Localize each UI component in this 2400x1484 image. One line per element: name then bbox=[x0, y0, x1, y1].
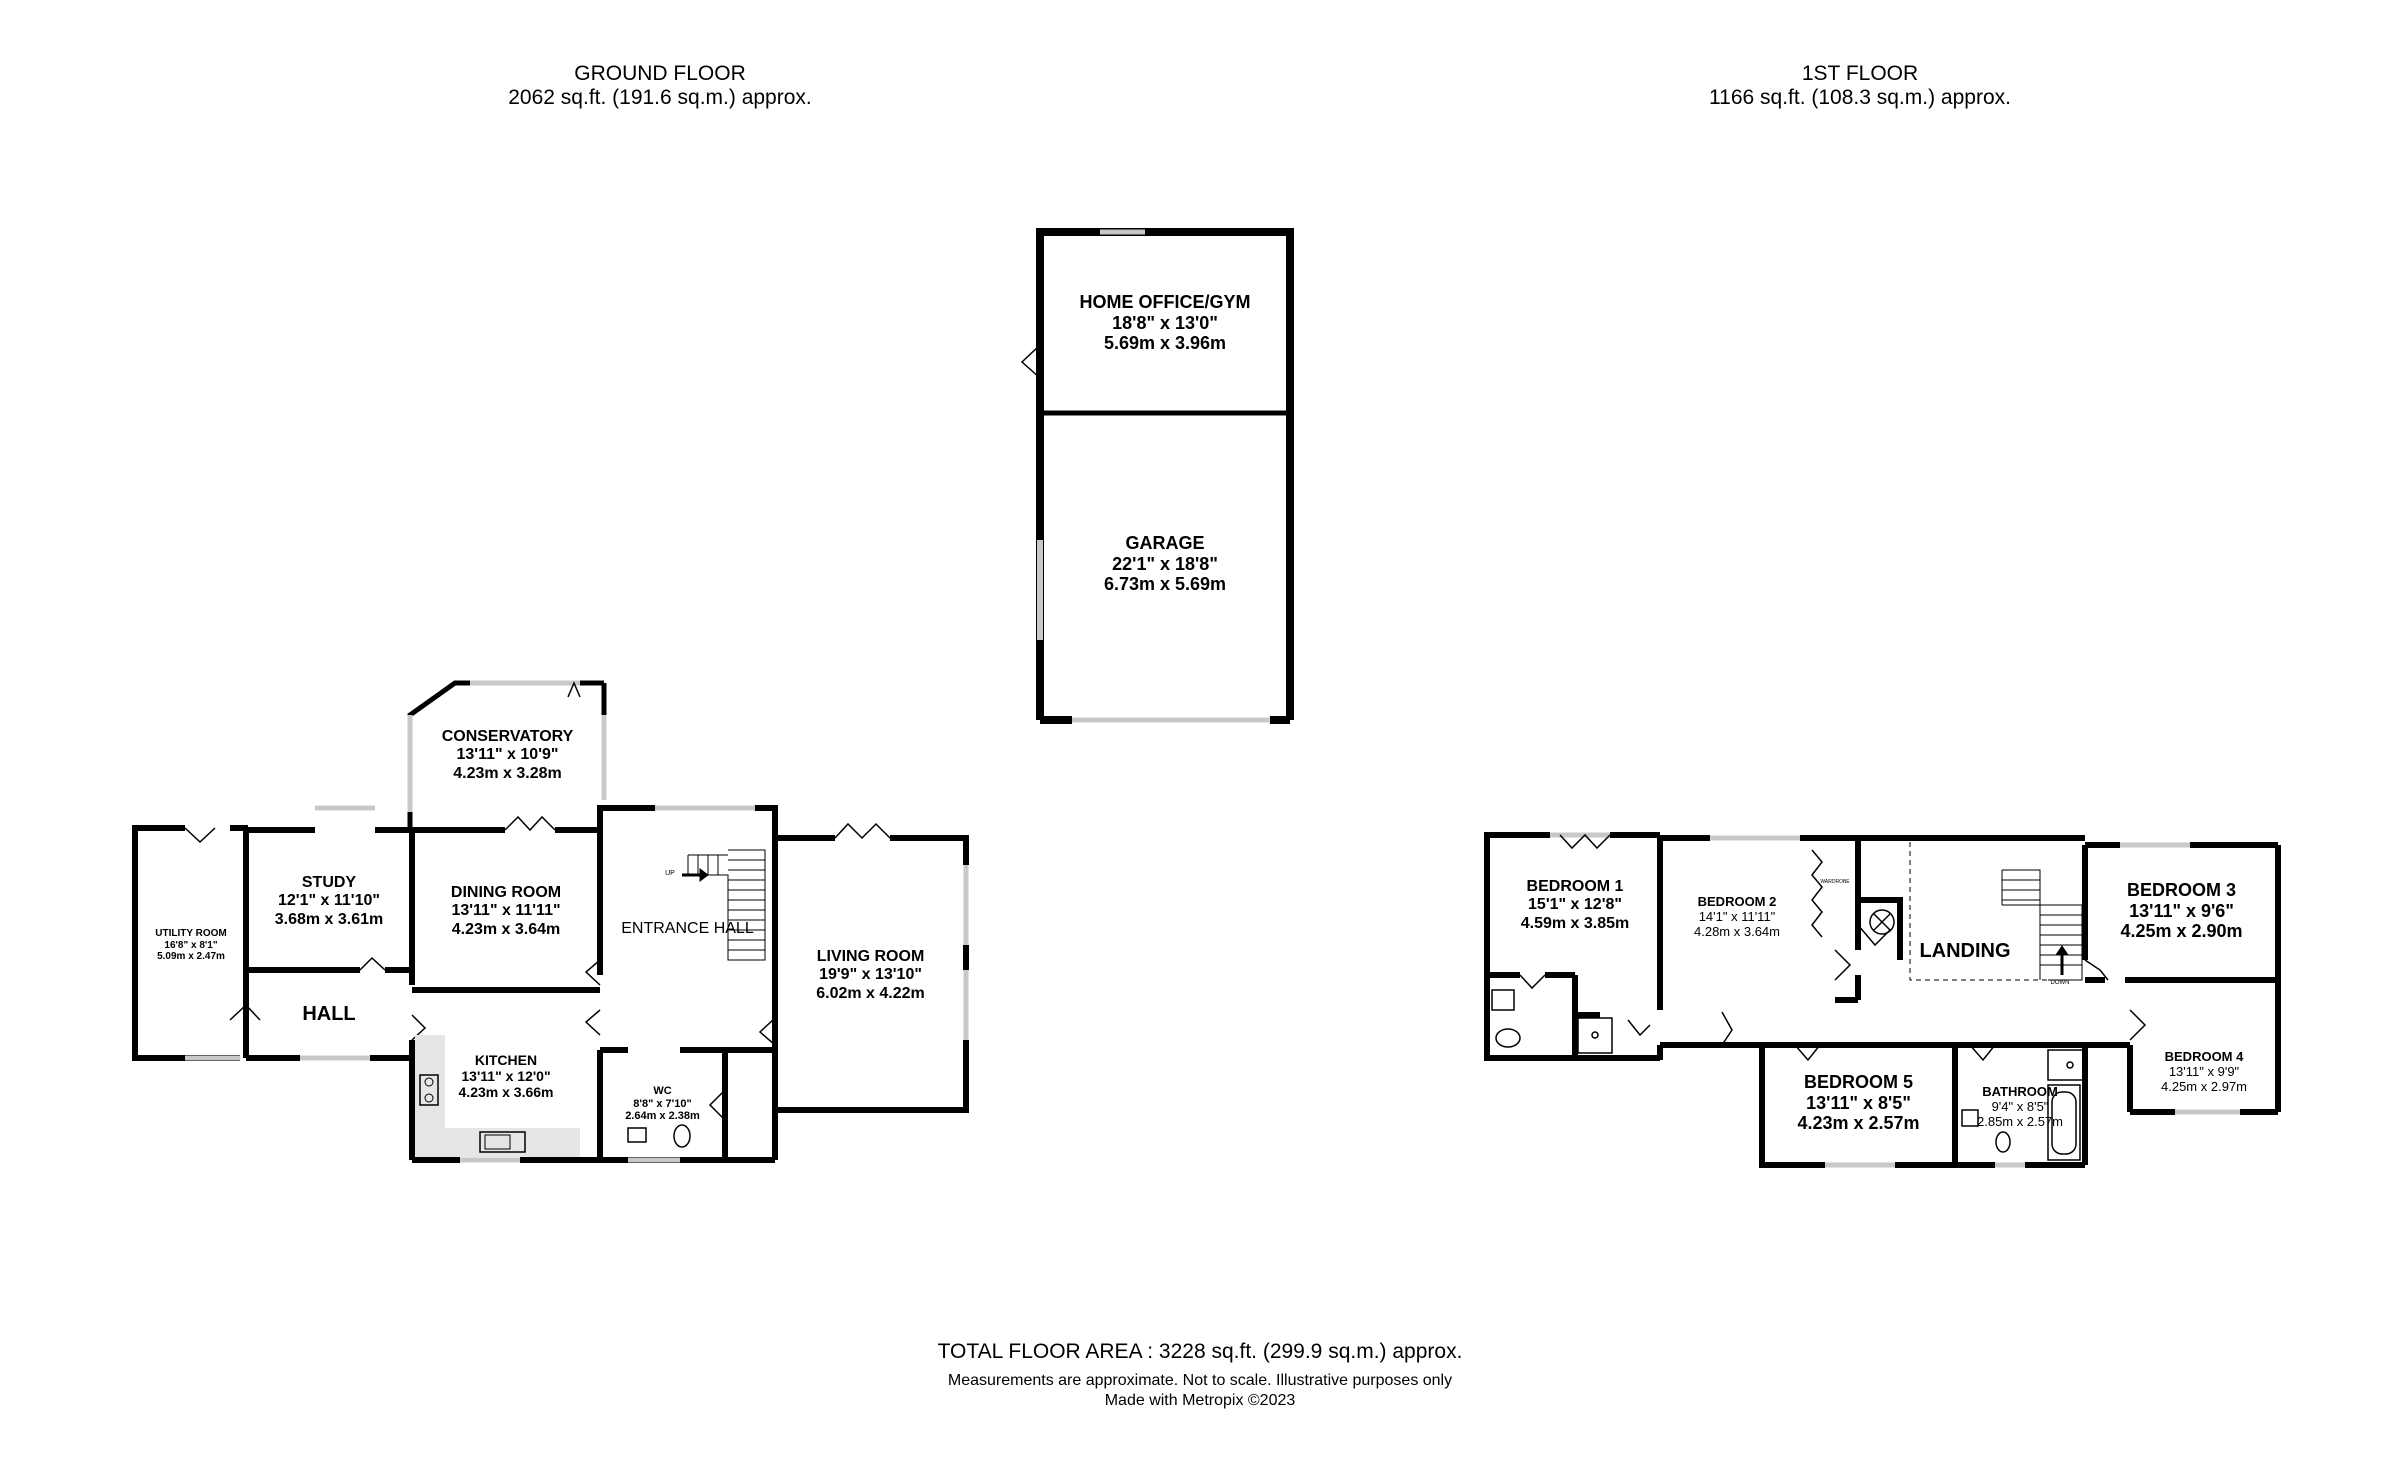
room-label-home-office: HOME OFFICE/GYM 18'8" x 13'0" 5.69m x 3.… bbox=[1040, 292, 1290, 354]
stair-up-label: UP bbox=[665, 870, 675, 877]
room-label-hall: HALL bbox=[302, 1003, 356, 1025]
room-label-bedroom2: BEDROOM 2 14'1" x 11'11" 4.28m x 3.64m bbox=[1662, 894, 1812, 940]
room-imperial: 13'11" x 9'9" bbox=[2168, 1063, 2240, 1079]
first-floor-walls bbox=[1484, 832, 2281, 1168]
room-imperial: 15'1" x 12'8" bbox=[1528, 896, 1622, 914]
room-name: BEDROOM 3 bbox=[2126, 880, 2236, 900]
room-label-study: STUDY 12'1" x 11'10" 3.68m x 3.61m bbox=[248, 874, 410, 929]
ensuite-fixtures bbox=[1491, 989, 1613, 1054]
room-metric: 6.73m x 5.69m bbox=[1103, 574, 1227, 595]
room-label-wc: WC 8'8" x 7'10" 2.64m x 2.38m bbox=[600, 1085, 725, 1123]
room-imperial: 9'4" x 8'5" bbox=[1991, 1098, 2049, 1114]
room-name: BEDROOM 5 bbox=[1803, 1072, 1913, 1092]
disclaimer: Measurements are approximate. Not to sca… bbox=[947, 1372, 1453, 1389]
room-label-kitchen: KITCHEN 13'11" x 12'0" 4.23m x 3.66m bbox=[412, 1052, 600, 1100]
room-metric: 3.68m x 3.61m bbox=[274, 910, 384, 928]
ground-floor-title: GROUND FLOOR bbox=[574, 62, 746, 85]
room-name: WC bbox=[653, 1085, 672, 1097]
first-floor-title: 1ST FLOOR bbox=[1801, 62, 1919, 85]
room-label-living-room: LIVING ROOM 19'9" x 13'10" 6.02m x 4.22m bbox=[775, 948, 966, 1003]
room-metric: 4.23m x 3.28m bbox=[453, 764, 562, 782]
room-metric: 4.23m x 3.64m bbox=[451, 920, 561, 938]
bathroom-fixtures bbox=[1961, 1049, 2084, 1161]
room-label-landing: LANDING bbox=[1919, 940, 2011, 962]
room-label-dining-room: DINING ROOM 13'11" x 11'11" 4.23m x 3.64… bbox=[412, 884, 600, 939]
room-label-conservatory: CONSERVATORY 13'11" x 10'9" 4.23m x 3.28… bbox=[410, 728, 605, 783]
first-floor-doors bbox=[1519, 833, 2147, 1062]
room-imperial: 13'11" x 12'0" bbox=[461, 1068, 551, 1085]
room-imperial: 13'11" x 9'6" bbox=[2129, 900, 2234, 921]
room-imperial: 13'11" x 8'5" bbox=[1806, 1092, 1911, 1113]
room-metric: 5.69m x 3.96m bbox=[1103, 333, 1227, 354]
stair-down-label: DOWN bbox=[2050, 980, 2070, 986]
room-imperial: 13'11" x 11'11" bbox=[451, 902, 561, 920]
room-name: HOME OFFICE/GYM bbox=[1079, 292, 1251, 312]
room-name: BATHROOM bbox=[1982, 1084, 2058, 1099]
room-metric: 4.23m x 3.66m bbox=[458, 1084, 554, 1101]
ground-floor-windows bbox=[185, 680, 969, 1163]
landing-void bbox=[1909, 842, 2083, 981]
room-metric: 2.85m x 2.57m bbox=[1977, 1113, 2063, 1129]
room-name: BEDROOM 2 bbox=[1697, 894, 1777, 909]
kitchen-counters bbox=[415, 1035, 580, 1157]
room-metric: 4.23m x 2.57m bbox=[1797, 1113, 1920, 1134]
room-label-bedroom4: BEDROOM 4 13'11" x 9'9" 4.25m x 2.97m bbox=[2130, 1049, 2278, 1095]
ground-floor-doors bbox=[184, 681, 891, 1121]
room-name: BEDROOM 4 bbox=[2164, 1049, 2244, 1064]
garage-block bbox=[1020, 228, 1294, 724]
wardrobe-label: WARDROBE bbox=[1820, 879, 1850, 885]
room-name: LIVING ROOM bbox=[816, 948, 925, 965]
room-imperial: 18'8" x 13'0" bbox=[1112, 312, 1218, 333]
room-name: GARAGE bbox=[1125, 533, 1205, 553]
first-floor-area: 1166 sq.ft. (108.3 sq.m.) approx. bbox=[1709, 86, 2011, 109]
room-imperial: 12'1" x 11'10" bbox=[278, 892, 380, 910]
room-label-garage: GARAGE 22'1" x 18'8" 6.73m x 5.69m bbox=[1040, 533, 1290, 595]
room-label-entrance-hall: ENTRANCE HALL bbox=[621, 920, 754, 937]
room-label-bedroom5: BEDROOM 5 13'11" x 8'5" 4.23m x 2.57m bbox=[1762, 1072, 1955, 1134]
room-name: DINING ROOM bbox=[450, 884, 562, 901]
room-label-bathroom: BATHROOM 9'4" x 8'5" 2.85m x 2.57m bbox=[1955, 1084, 2085, 1130]
wc-fixtures bbox=[627, 1124, 691, 1148]
room-imperial: 16'8" x 8'1" bbox=[164, 939, 218, 951]
ground-floor-area: 2062 sq.ft. (191.6 sq.m.) approx. bbox=[508, 86, 812, 109]
room-label-utility-room: UTILITY ROOM 16'8" x 8'1" 5.09m x 2.47m bbox=[136, 928, 246, 963]
room-metric: 4.25m x 2.97m bbox=[2161, 1078, 2247, 1094]
room-imperial: 13'11" x 10'9" bbox=[456, 746, 559, 764]
room-label-bedroom1: BEDROOM 1 15'1" x 12'8" 4.59m x 3.85m bbox=[1490, 878, 1660, 933]
room-name: BEDROOM 1 bbox=[1526, 878, 1624, 895]
room-metric: 4.59m x 3.85m bbox=[1520, 914, 1630, 932]
credit: Made with Metropix ©2023 bbox=[1104, 1392, 1296, 1409]
room-metric: 2.64m x 2.38m bbox=[625, 1110, 700, 1123]
room-imperial: 14'1" x 11'11" bbox=[1698, 908, 1776, 924]
ground-floor-stairs bbox=[682, 849, 766, 961]
room-metric: 6.02m x 4.22m bbox=[816, 984, 925, 1002]
room-metric: 4.28m x 3.64m bbox=[1694, 923, 1780, 939]
room-label-bedroom3: BEDROOM 3 13'11" x 9'6" 4.25m x 2.90m bbox=[2085, 880, 2278, 942]
room-metric: 4.25m x 2.90m bbox=[2120, 921, 2243, 942]
room-imperial: 8'8" x 7'10" bbox=[633, 1097, 692, 1110]
room-metric: 5.09m x 2.47m bbox=[157, 951, 225, 962]
room-name: STUDY bbox=[301, 874, 357, 891]
room-name: CONSERVATORY bbox=[441, 728, 574, 745]
room-imperial: 19'9" x 13'10" bbox=[819, 966, 922, 984]
room-name: UTILITY ROOM bbox=[155, 928, 227, 939]
total-floor-area: TOTAL FLOOR AREA : 3228 sq.ft. (299.9 sq… bbox=[937, 1340, 1463, 1363]
room-imperial: 22'1" x 18'8" bbox=[1112, 553, 1218, 574]
room-name: KITCHEN bbox=[474, 1052, 538, 1068]
boiler-cupboard bbox=[1869, 909, 1895, 935]
